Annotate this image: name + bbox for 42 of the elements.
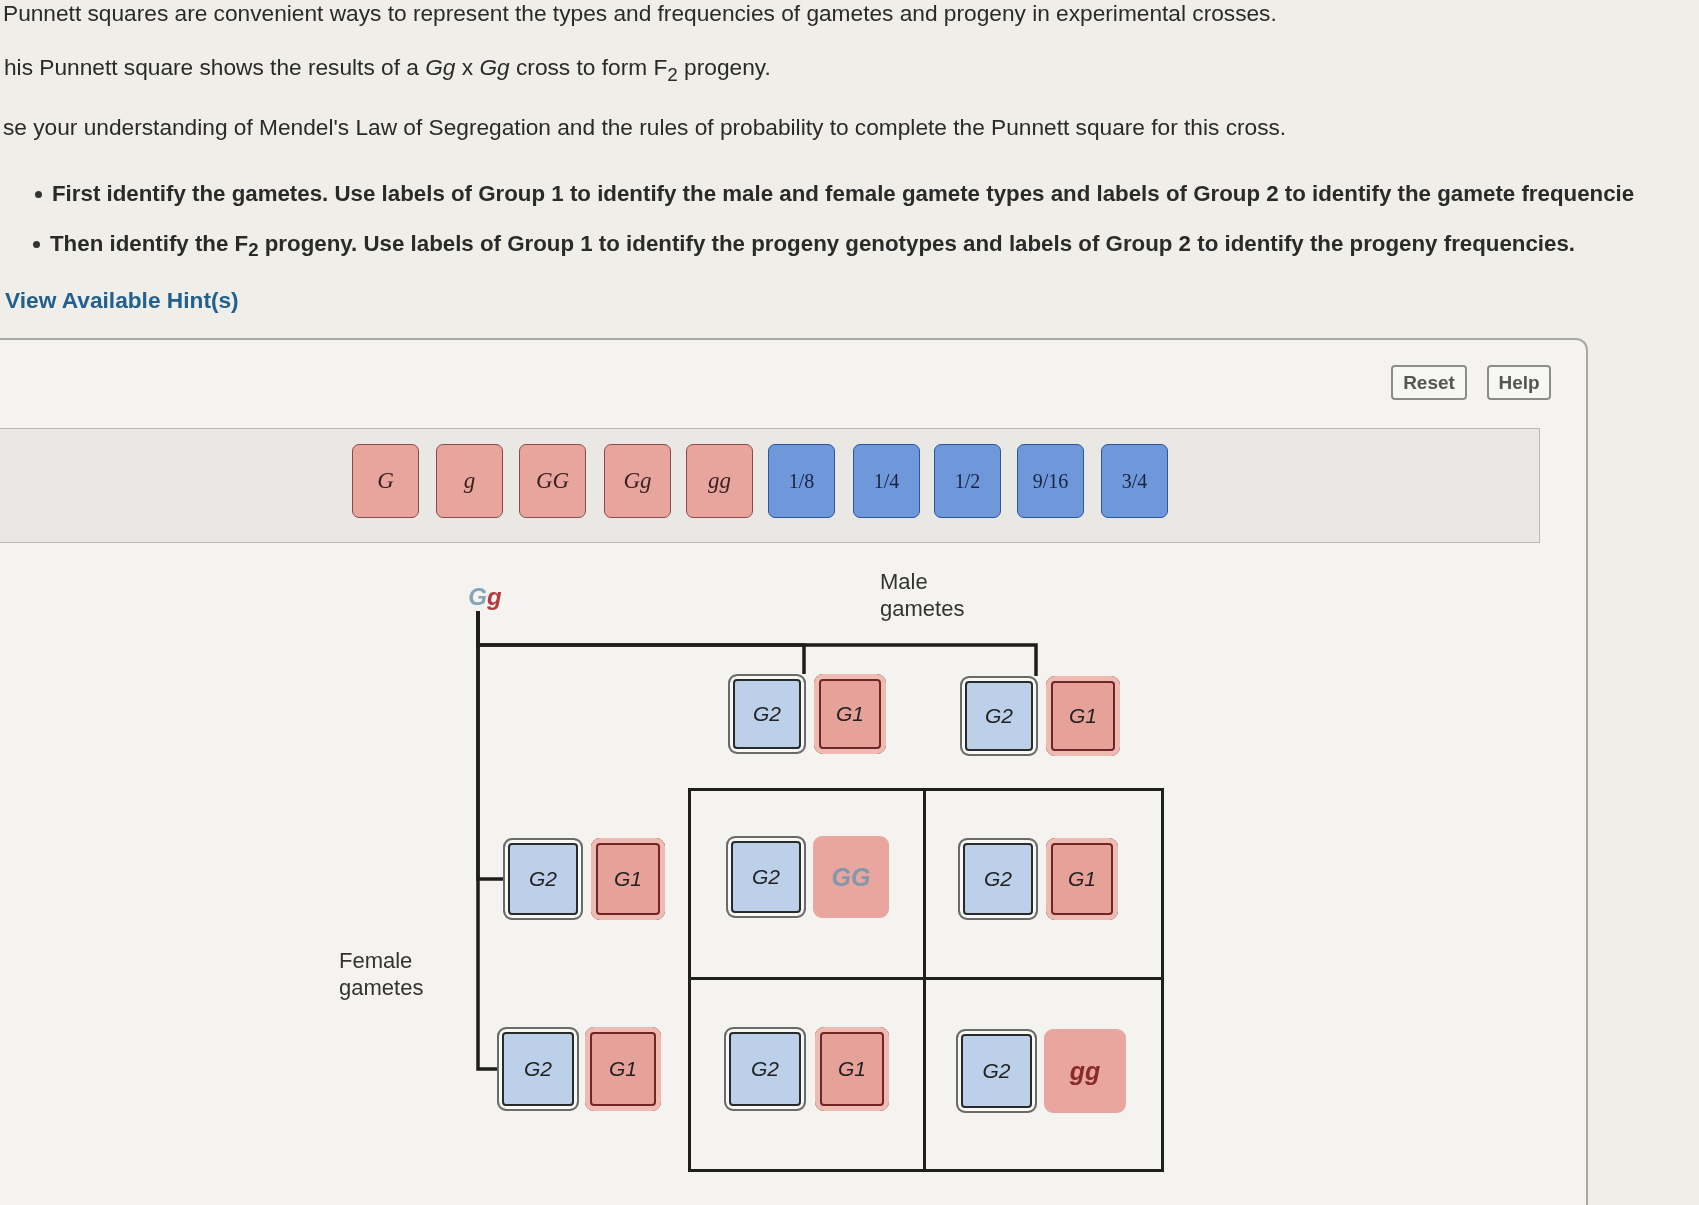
- punnett-square-cell: [688, 788, 926, 980]
- hint-link: View Available Hint(s): [5, 287, 239, 314]
- allele-tile: G: [352, 444, 419, 518]
- frequency-drop-zone: G2: [503, 838, 583, 920]
- fraction-tile: 1/2: [934, 444, 1001, 518]
- instruction-text: se your understanding of Mendel's Law of Segregation and the rules of probability to complete the Punnett square for this cross.: [3, 114, 1287, 141]
- frequency-drop-zone: G2: [726, 836, 806, 918]
- fraction-tile: 3/4: [1101, 444, 1168, 518]
- genotype-drop-zone: G1: [1046, 838, 1118, 920]
- gamete-drop-zone: G1: [585, 1027, 661, 1111]
- frequency-drop-zone: G2: [728, 674, 806, 754]
- frequency-drop-zone: G2: [724, 1027, 806, 1111]
- help-button: Help: [1487, 365, 1551, 400]
- axis-label: Female gametes: [339, 947, 425, 1001]
- punnett-square-cell: [923, 977, 1164, 1172]
- genotype-tile: gg: [686, 444, 753, 518]
- genotype-tile: GG: [519, 444, 586, 518]
- reset-button: Reset: [1391, 365, 1467, 400]
- placed-genotype-tile: gg: [1044, 1029, 1126, 1113]
- gamete-drop-zone: G1: [1046, 676, 1120, 756]
- frequency-drop-zone: G2: [497, 1027, 579, 1111]
- punnett-square-cell: [688, 977, 926, 1172]
- parent-genotype-label: Gg: [464, 583, 506, 611]
- instruction-text: Punnett squares are convenient ways to represent the types and frequencies of gametes and progeny in experimental crosses.: [3, 0, 1277, 27]
- frequency-drop-zone: G2: [958, 838, 1038, 920]
- genotype-tile: Gg: [604, 444, 671, 518]
- fraction-tile: 9/16: [1017, 444, 1084, 518]
- punnett-square-cell: [923, 788, 1164, 980]
- instruction-item: Then identify the F$_{2}$ progeny. Use labels of Group 1 to identify the progeny genotypes and labels of Group 2 to identify the progeny frequencies.: [50, 230, 1576, 263]
- bracket-line: [476, 611, 497, 1071]
- gamete-drop-zone: G1: [814, 674, 886, 754]
- instruction-text: his Punnett square shows the results of a Gg x Gg cross to form F$_{2}$ progeny.: [4, 54, 771, 87]
- fraction-tile: 1/4: [853, 444, 920, 518]
- frequency-drop-zone: G2: [960, 676, 1038, 756]
- placed-genotype-tile: GG: [813, 836, 889, 918]
- allele-tile: g: [436, 444, 503, 518]
- gamete-drop-zone: G1: [591, 838, 665, 920]
- axis-label: Male gametes: [880, 568, 966, 622]
- instruction-item: First identify the gametes. Use labels of Group 1 to identify the male and female gamete types and labels of Group 2 to identify the gamete frequencie: [52, 180, 1635, 207]
- genotype-drop-zone: G1: [815, 1027, 889, 1111]
- fraction-tile: 1/8: [768, 444, 835, 518]
- frequency-drop-zone: G2: [956, 1029, 1037, 1113]
